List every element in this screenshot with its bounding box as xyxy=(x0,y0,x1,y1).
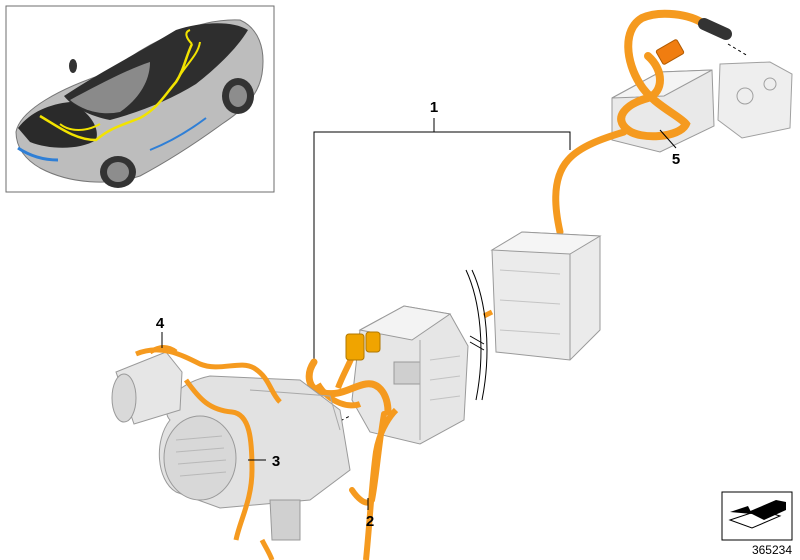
callout-3: 3 xyxy=(272,453,280,470)
cable-2 xyxy=(349,411,387,506)
motor-cylinder xyxy=(111,351,183,425)
callout-5: 5 xyxy=(672,151,680,168)
callout-1-bracket xyxy=(313,118,571,362)
power-electronics-center xyxy=(351,305,469,445)
break-symbol xyxy=(465,269,488,401)
electronics-box-right xyxy=(482,231,602,361)
callout-4: 4 xyxy=(156,315,165,332)
callout-1: 1 xyxy=(430,99,438,116)
cable-4 xyxy=(135,345,282,404)
car-inset-illustration xyxy=(5,5,275,193)
nav-arrow-icon xyxy=(721,491,793,541)
electric-motor-left xyxy=(158,375,351,541)
callout-2: 2 xyxy=(366,513,374,530)
cable-3 xyxy=(183,378,275,560)
cable-5 xyxy=(552,9,732,236)
mating-line-center xyxy=(329,415,351,427)
leader-5 xyxy=(659,129,677,149)
mating-line-top xyxy=(727,43,749,57)
part-number: 365234 xyxy=(752,543,792,557)
